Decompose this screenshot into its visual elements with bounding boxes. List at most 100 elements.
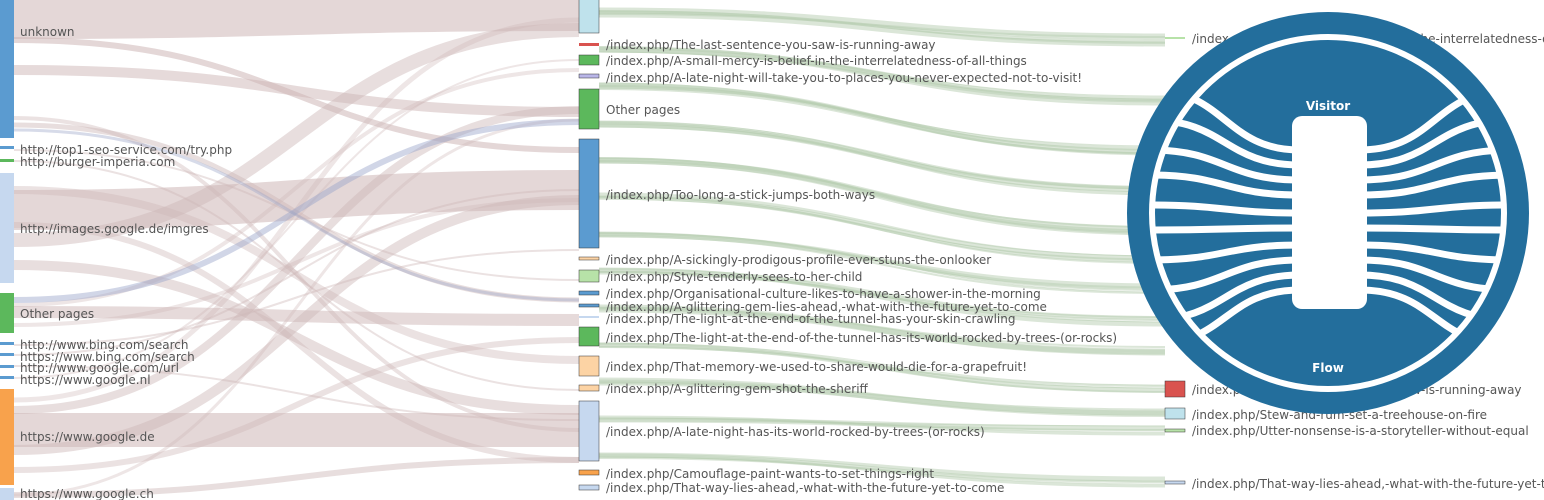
node-bing-https[interactable] [0,353,14,356]
flow-link [13,59,580,379]
left-column: unknown http://top1-seo-service.com/try.… [0,0,232,500]
node-right-utter-nonsense[interactable] [1164,428,1186,433]
flow-link [598,346,1166,387]
flow-link [13,195,580,455]
node-label-mid-small-mercy: /index.php/A-small-mercy-is-belief-in-th… [606,54,1027,68]
node-label-right-stew-and-rum: /index.php/Stew-and-rum-set-a-treehouse-… [1192,408,1487,422]
flow-link [13,189,580,356]
node-right-that-way-lies-ahead[interactable] [1164,480,1186,485]
node-label-mid-last-sentence: /index.php/The-last-sentence-you-saw-is-… [606,38,936,52]
flow-link [13,337,580,473]
flow-link [13,149,580,281]
flow-links-left [13,0,580,498]
node-mid-organisational-culture[interactable] [578,290,600,296]
node-label-mid-style-tenderly: /index.php/Style-tenderly-sees-to-her-ch… [606,270,862,284]
node-google-com-url[interactable] [0,365,14,368]
flow-link [598,420,1166,427]
flow-link [598,198,1166,260]
flow-link [1359,224,1502,234]
node-unknown[interactable] [0,0,14,138]
flow-link [13,306,580,326]
node-mid-top-unlabeled[interactable] [578,0,600,34]
node-label-google-ch: https://www.google.ch [20,487,154,500]
node-label-unknown: unknown [20,25,75,39]
node-label-mid-other-pages: Other pages [606,103,680,117]
middle-column: /index.php/The-last-sentence-you-saw-is-… [578,0,1117,495]
flow-link [598,457,1166,483]
node-label-google-de: https://www.google.de [20,430,155,444]
flow-link [598,51,1166,100]
node-top1-seo-service[interactable] [0,146,14,149]
flow-link [13,186,580,364]
node-mid-late-night-world-rocked[interactable] [578,400,600,462]
node-right-stew-and-rum[interactable] [1164,407,1186,420]
flow-link [598,87,1166,147]
flow-link [598,121,1166,188]
node-label-burger-imperia: http://burger-imperia.com [20,155,175,169]
flow-link [1154,171,1301,199]
node-images-google-de[interactable] [0,173,14,283]
flow-link [13,160,580,391]
node-mid-light-world-rocked[interactable] [578,326,600,347]
node-other-pages-left[interactable] [0,293,14,333]
node-bing-http[interactable] [0,342,14,345]
node-label-mid-organisational-culture: /index.php/Organisational-culture-likes-… [606,287,1041,301]
logo-word-bottom: Flow [1312,361,1344,375]
node-mid-too-long-a-stick[interactable] [578,138,600,249]
node-mid-that-memory[interactable] [578,355,600,377]
node-google-de[interactable] [0,389,14,485]
flow-link [13,68,580,307]
node-label-mid-light-world-rocked: /index.php/The-light-at-the-end-of-the-t… [606,331,1117,345]
flow-link [1359,146,1502,184]
node-label-right-that-way-lies-ahead: /index.php/That-way-lies-ahead,-what-wit… [1192,477,1544,491]
node-mid-last-sentence[interactable] [579,43,599,46]
node-mid-style-tenderly[interactable] [578,269,600,283]
node-right-last-sentence[interactable] [1164,380,1186,398]
node-label-mid-sickingly-prodigous: /index.php/A-sickingly-prodigous-profile… [606,253,991,267]
node-burger-imperia[interactable] [0,159,14,162]
node-mid-shot-the-sheriff[interactable] [578,384,600,392]
node-mid-sickingly-prodigous[interactable] [578,256,600,261]
flow-link [1154,256,1301,294]
flow-link [598,235,1166,294]
node-mid-small-mercy[interactable] [578,54,600,66]
node-mid-camouflage-paint[interactable] [578,469,600,476]
logo-center-bar [1292,116,1367,309]
node-google-ch[interactable] [0,488,14,500]
flow-link [1359,171,1502,199]
node-mid-that-way-lies-ahead[interactable] [578,484,600,491]
logo-flow-lines-icon [1154,39,1502,387]
node-mid-glittering-gem-lies-ahead[interactable] [578,303,600,308]
node-mid-light-skin-crawling[interactable] [579,316,599,318]
flow-link [598,162,1166,233]
node-right-small-mercy[interactable] [1165,37,1185,39]
node-google-nl[interactable] [0,376,14,379]
flow-link [13,249,580,346]
node-label-right-utter-nonsense: /index.php/Utter-nonsense-is-a-storytell… [1192,424,1529,438]
flow-link [598,232,1166,289]
node-label-mid-camouflage-paint: /index.php/Camouflage-paint-wants-to-set… [606,467,934,481]
node-label-mid-too-long-a-stick: /index.php/Too-long-a-stick-jumps-both-w… [606,188,875,202]
flow-link [598,7,1166,39]
flow-link [598,88,1166,154]
node-label-mid-late-night-world-rocked: /index.php/A-late-night-has-its-world-ro… [606,425,985,439]
node-label-mid-glittering-gem-lies-ahead: /index.php/A-glittering-gem-lies-ahead,-… [606,300,1047,314]
flow-link [598,195,1166,257]
node-label-mid-that-way-lies-ahead: /index.php/That-way-lies-ahead,-what-wit… [606,481,1004,495]
node-label-other-pages-left: Other pages [20,307,94,321]
node-mid-late-night-places[interactable] [578,73,600,79]
node-label-bing-http: http://www.bing.com/search [20,338,188,352]
flow-link [598,12,1166,47]
node-label-mid-that-memory: /index.php/That-memory-we-used-to-share-… [606,360,1027,374]
flow-link [598,382,1166,416]
flow-link [1154,201,1301,217]
node-label-mid-late-night-places: /index.php/A-late-night-will-take-you-to… [606,71,1082,85]
logo-word-top: Visitor [1306,99,1350,113]
node-mid-other-pages[interactable] [578,88,600,130]
node-label-bing-https: https://www.bing.com/search [20,350,195,364]
flow-link [1359,241,1502,264]
flow-link [13,260,580,415]
flow-link [13,116,580,432]
flow-link [598,307,1166,355]
